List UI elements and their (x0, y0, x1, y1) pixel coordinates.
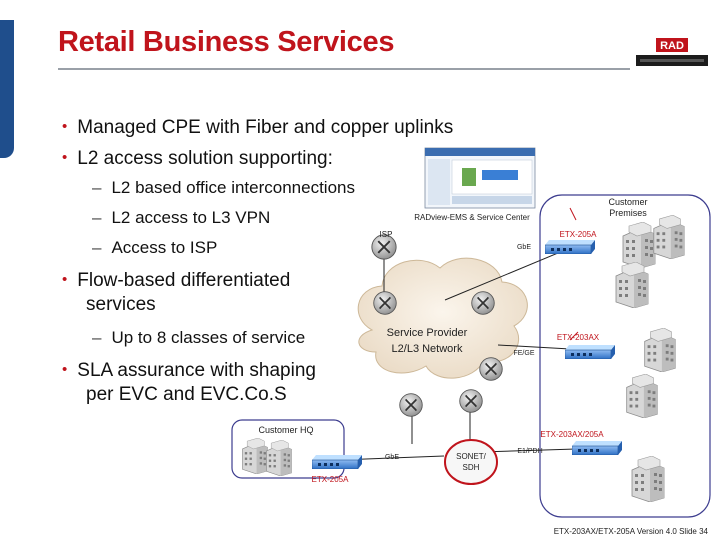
building-icon (622, 222, 656, 268)
etx-205a-label: ETX-205A (560, 230, 598, 239)
etx-arrow-top (569, 207, 577, 221)
radview-label: RADview-EMS & Service Center (414, 213, 530, 222)
etx-203ax-205a-label: ETX-203AX/205A (540, 430, 604, 439)
sub-bullet-text: Access to ISP (111, 238, 218, 257)
building-icon (631, 456, 665, 502)
service-provider-label-line2: L2/L3 Network (392, 343, 463, 355)
bullet-text: Managed CPE with Fiber and copper uplink… (77, 117, 454, 138)
core-router-icon (458, 388, 484, 414)
bullet-sla-cont: per EVC and EVC.Co.S (86, 384, 287, 405)
sonet-sdh-ring (444, 439, 498, 485)
title-divider (58, 68, 630, 70)
slide-footer: ETX-203AX/ETX-205A Version 4.0 Slide 34 (553, 527, 708, 536)
radview-screenshot (424, 147, 536, 209)
dash-marker: – (92, 328, 102, 347)
customer-premises-label: Customer (608, 197, 647, 207)
left-accent-bar (0, 20, 14, 158)
fe-ge-label: FE/GE (513, 350, 534, 357)
bullet-text: SLA assurance with shaping (77, 360, 316, 381)
slide-title: Retail Business Services (58, 26, 395, 58)
svg-text:RAD: RAD (660, 40, 684, 52)
customer-hq-box (231, 419, 345, 479)
bullet-l2-access: • L2 access solution supporting: (62, 146, 333, 171)
sdh-label: SDH (463, 463, 480, 472)
sub-bullet-vpn: –L2 access to L3 VPN (92, 208, 270, 228)
gbe-hq-label: GbE (385, 454, 399, 461)
customer-premises-label-line2: Premises (609, 208, 647, 218)
building-icon (626, 374, 658, 418)
bullet-managed-cpe: • Managed CPE with Fiber and copper uplin… (62, 115, 453, 140)
etx-203ax-device-icon (565, 345, 615, 359)
building-icon (615, 262, 649, 308)
service-provider-cloud (357, 257, 528, 379)
sub-bullet-isp: –Access to ISP (92, 238, 217, 258)
bullet-text: L2 access solution supporting: (77, 148, 333, 169)
etx-203ax-label: ETX-203AX (557, 333, 600, 342)
isp-label: ISP (380, 230, 393, 239)
dash-marker: – (92, 208, 102, 227)
bullet-marker: • (62, 271, 68, 288)
bullet-marker: • (62, 149, 68, 166)
etx-arrow-mid (569, 331, 579, 341)
dash-marker: – (92, 178, 102, 197)
bullet-marker: • (62, 118, 68, 135)
etx-205a-hq-device-icon (312, 455, 362, 469)
etx-205a-device-icon (545, 240, 595, 254)
building-icon (644, 328, 676, 372)
bullet-sla: • SLA assurance with shaping (62, 358, 316, 383)
sub-bullet-text: L2 based office interconnections (111, 178, 355, 197)
building-icon (653, 215, 685, 259)
sub-bullet-classes: –Up to 8 classes of service (92, 328, 305, 348)
customer-premises-box (539, 194, 711, 518)
core-router-icon (470, 290, 496, 316)
service-provider-label: Service Provider (387, 327, 468, 339)
core-router-icon (372, 290, 398, 316)
rad-logo: RAD (636, 38, 708, 66)
bullet-flow-based: • Flow-based differentiated (62, 268, 290, 293)
etx-203ax-205a-device-icon (572, 441, 622, 455)
core-router-icon (398, 392, 424, 418)
bullet-flow-based-cont: services (86, 294, 156, 315)
sub-bullet-text: L2 access to L3 VPN (111, 208, 271, 227)
bullet-text: Flow-based differentiated (77, 270, 291, 291)
building-icon (266, 440, 292, 476)
sub-bullet-office: –L2 based office interconnections (92, 178, 355, 198)
gbe-label: GbE (517, 244, 531, 251)
building-icon (242, 438, 268, 474)
sub-bullet-text: Up to 8 classes of service (111, 328, 306, 347)
bullet-marker: • (62, 361, 68, 378)
customer-hq-label: Customer HQ (258, 425, 313, 435)
core-router-icon (478, 356, 504, 382)
sonet-label: SONET/ (456, 452, 487, 461)
e1-pdh-label: E1/PDH (517, 448, 542, 455)
etx-205a-hq-label: ETX-205A (312, 475, 350, 484)
dash-marker: – (92, 238, 102, 257)
